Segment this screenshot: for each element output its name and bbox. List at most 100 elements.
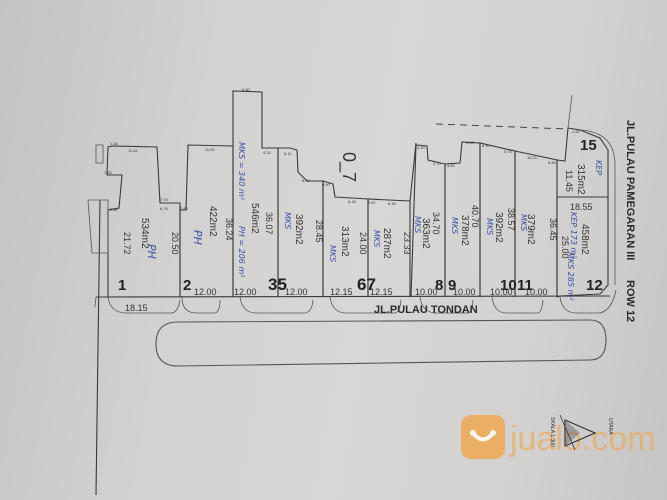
depth-35b: 36.07 xyxy=(264,212,274,235)
lot-7-outline xyxy=(367,198,411,297)
dim-small-18: 4.50 xyxy=(447,163,456,168)
dim-small-20: 6.40 xyxy=(482,143,491,148)
lot-number-35: 35 xyxy=(268,275,287,294)
note-kep-15: KEP xyxy=(594,160,603,175)
lot-1-notch xyxy=(95,144,104,164)
dim-small-13: 8.18 xyxy=(348,199,357,204)
depth-2: 20.50 xyxy=(170,232,180,255)
jualo-logo-icon xyxy=(461,415,505,459)
dim-small-8: 6.80 xyxy=(242,87,251,92)
frontage-35a: 12.00 xyxy=(234,287,257,297)
frontage-2: 12.00 xyxy=(194,287,217,297)
lot-number-9: 9 xyxy=(448,277,456,294)
area-9: 378m2 xyxy=(459,215,470,246)
area-8: 363m2 xyxy=(420,218,431,249)
lot-number-67: 67 xyxy=(357,275,376,294)
lot-number-1: 1 xyxy=(118,277,126,294)
lot-12-outline xyxy=(556,196,609,298)
area-11: 379m2 xyxy=(525,214,536,245)
dim-small-3: 2.80 xyxy=(110,207,119,212)
left-boundary-line xyxy=(95,199,101,496)
lot-number-2: 2 xyxy=(183,277,191,294)
north-compass: UTARA SKALA 1:300 xyxy=(549,414,613,451)
area-7: 287m2 xyxy=(381,228,392,259)
depth-15: 11.45 xyxy=(564,170,574,192)
area-1: 534m2 xyxy=(139,218,150,249)
depth-35a: 36.24 xyxy=(224,218,234,241)
dim-small-17: 3.70 xyxy=(433,161,442,166)
depth-9: 34.70 xyxy=(431,212,441,235)
driveway-1 xyxy=(107,296,181,314)
dim-small-14: 2.87 xyxy=(368,200,377,205)
dim-small-5: 6.74 xyxy=(160,206,169,211)
note-ph-2: PH xyxy=(191,230,204,245)
depth-6: 28.45 xyxy=(314,220,324,243)
frontage-8: 10.00 xyxy=(415,287,438,297)
frontage-7: 12.15 xyxy=(370,287,393,297)
lot-1-outline xyxy=(106,145,181,297)
dim-small-2: 1.22 xyxy=(104,170,113,175)
lot-number-15: 15 xyxy=(580,137,597,154)
depth-8: 23.33 xyxy=(402,232,412,255)
lot-number-10: 10 xyxy=(500,277,517,294)
dim-small-9: 4.20 xyxy=(263,150,272,155)
dim-small-24: 1.50 xyxy=(572,129,581,134)
driveway-35 xyxy=(239,296,314,314)
note-mks-10: MKS xyxy=(485,218,494,235)
dim-small-6: 2.80 xyxy=(180,206,189,211)
note-mks-6: MKS xyxy=(328,245,337,262)
frontage-12: 18.55 xyxy=(570,202,593,212)
frontage-35b: 12.00 xyxy=(285,287,308,297)
street-bottom: JL.PULAU TONDAN xyxy=(374,304,478,316)
lot-15-extension xyxy=(567,94,573,129)
area-10: 392m2 xyxy=(493,212,504,243)
street-right-row: ROW 12 xyxy=(624,280,636,322)
area-15: 315m2 xyxy=(575,164,586,195)
lot-15-outline xyxy=(556,127,609,198)
dim-small-15: 8.30 xyxy=(388,201,397,206)
dim-small-11: 6.40 xyxy=(302,178,311,183)
compass-label: UTARA xyxy=(607,418,613,435)
dim-small-1: 11.82 xyxy=(128,148,138,153)
depth-11b: 36.45 xyxy=(548,218,558,241)
note-mks-12: MKS 285 m² xyxy=(566,252,575,301)
area-35a: 546m2 xyxy=(249,203,260,234)
dim-small-0: 1.00 xyxy=(110,141,119,146)
note-ph-206: PH = 206 m² xyxy=(237,226,246,278)
compass-scale: SKALA 1:300 xyxy=(549,417,555,447)
lot-number-12: 12 xyxy=(586,277,603,294)
depth-12: 25.00 xyxy=(560,236,570,259)
lot-number-11: 11 xyxy=(517,277,533,294)
area-6: 313m2 xyxy=(339,226,350,257)
frontage-6: 12.15 xyxy=(330,287,353,297)
lot-number-8: 8 xyxy=(435,277,443,294)
frontage-baseline xyxy=(95,295,611,298)
lot-1-annex xyxy=(87,199,109,254)
note-ph-1: PH xyxy=(145,244,158,259)
depth-7: 24.00 xyxy=(358,232,368,255)
driveway-1011 xyxy=(491,296,544,314)
frontage-11: 10.00 xyxy=(525,287,548,297)
dim-small-4: 7.74 xyxy=(160,197,169,202)
street-right: JL.PULAU PAMEGARAN III xyxy=(624,120,636,260)
note-mks-8: MKS xyxy=(413,216,422,233)
dim-small-10: 8.11 xyxy=(284,151,292,156)
row-boundary-dashed xyxy=(435,123,569,130)
driveway-89 xyxy=(419,296,474,314)
corner-curve xyxy=(579,129,616,285)
note-kep-12: KEP 173 m² xyxy=(569,212,578,259)
frontage-10: 10.00 xyxy=(490,287,513,297)
road-median xyxy=(155,319,607,367)
dim-small-7: 11.00 xyxy=(205,147,215,152)
driveway-2 xyxy=(181,296,221,314)
note-mks-11: MKS xyxy=(519,214,528,231)
area-35b: 392m2 xyxy=(293,214,304,245)
note-mks-340: MKS = 340 m² xyxy=(237,142,246,201)
frontage-9: 10.00 xyxy=(453,287,476,297)
note-mks-9: MKS xyxy=(450,217,459,234)
dim-small-19: 4.50 xyxy=(466,140,475,145)
driveway-12 xyxy=(559,289,617,314)
frontage-1: 18.15 xyxy=(125,303,148,313)
